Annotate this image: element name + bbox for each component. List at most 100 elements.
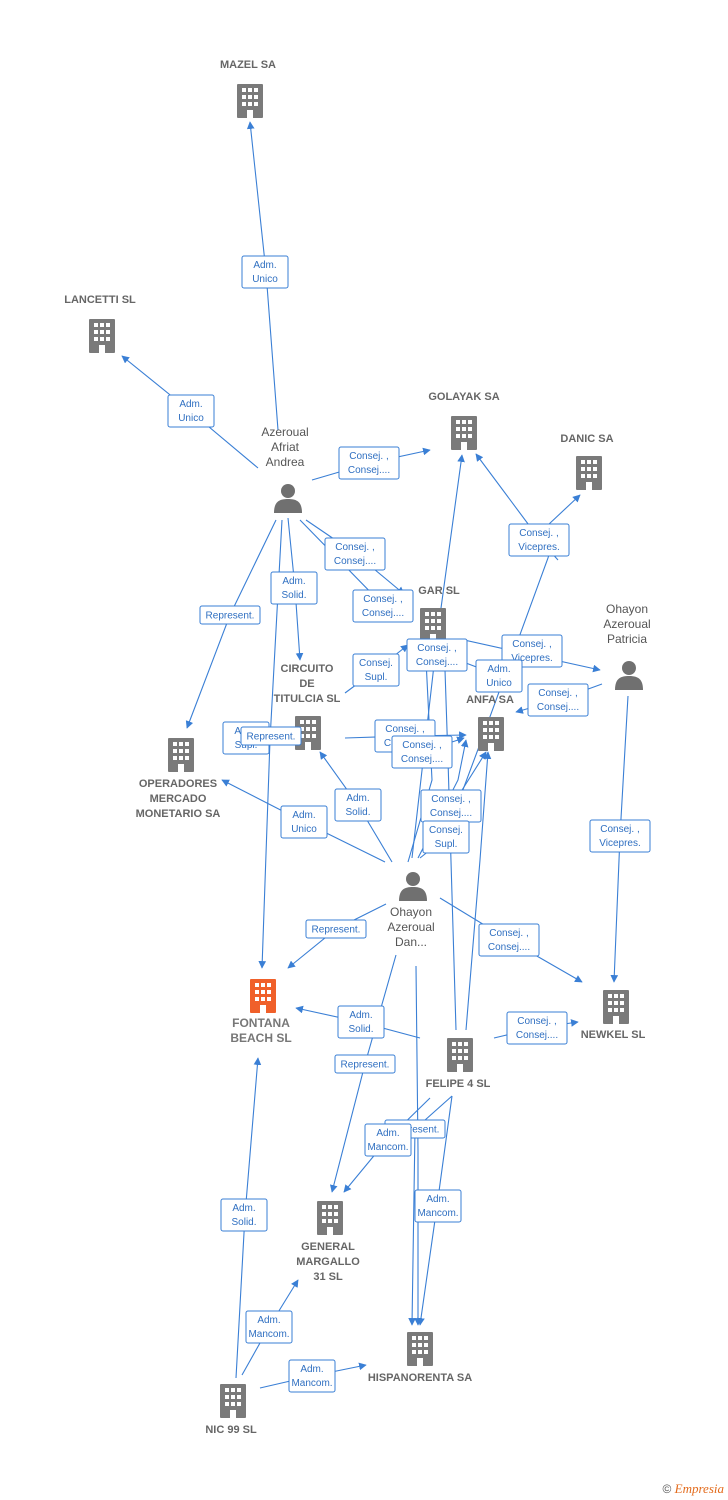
edge-label-box[interactable]: Adm.Unico [167, 394, 215, 428]
node-label-operadores: OPERADORES [139, 778, 217, 790]
edge-label-text: Adm. [300, 1364, 323, 1375]
edge-label-text: Consej.... [362, 608, 404, 619]
edge-label-box[interactable]: Consej. ,Consej.... [391, 735, 453, 769]
building-icon [478, 717, 504, 751]
edge-label-text: Consej. , [517, 1016, 556, 1027]
connector-line-3 [414, 965, 422, 1326]
edge-label-box[interactable]: Consej. ,Consej.... [352, 589, 414, 623]
edge-label-text: Unico [486, 678, 512, 689]
building-icon [407, 1332, 433, 1366]
edge-label-box[interactable]: Adm.Solid. [270, 571, 318, 605]
edge-label-box[interactable]: Adm. Unico [241, 255, 289, 289]
node-golayak[interactable]: GOLAYAK SA [428, 391, 500, 450]
node-label-dan: Ohayon [390, 905, 432, 919]
node-label-margallo: 31 SL [313, 1271, 343, 1283]
node-danic[interactable]: DANIC SA [560, 433, 614, 490]
edge-label-box[interactable]: Consej. ,Consej.... [527, 683, 589, 717]
node-operadores[interactable]: OPERADORES MERCADO MONETARIO SA [136, 738, 221, 820]
edge-label-box[interactable]: Adm.Solid. [334, 788, 382, 822]
node-label-felipe: FELIPE 4 SL [426, 1078, 491, 1090]
edge-label-box[interactable]: Represent. [240, 726, 302, 746]
edge-label-box[interactable]: Consej. ,Vicepres. [501, 634, 563, 668]
edge-label-text: Adm. [376, 1128, 399, 1139]
edge-label-box[interactable]: Adm.Mancom. [245, 1310, 293, 1344]
node-label-patricia: Azeroual [603, 617, 650, 631]
edge-label-box[interactable]: Consej. ,Consej.... [324, 537, 386, 571]
node-label-patricia: Patricia [607, 632, 647, 646]
edge-label-box[interactable]: Consej. ,Consej.... [420, 789, 482, 823]
edge-label-text: Consej. , [417, 643, 456, 654]
edge-label-text: Consej. , [385, 724, 424, 735]
edge-label-text: Represent. [341, 1060, 390, 1071]
node-mazel[interactable]: MAZEL SA [220, 59, 276, 118]
edge-label-text: Consej.... [516, 1030, 558, 1041]
edge-label-text: Consej.... [488, 942, 530, 953]
person-icon [615, 661, 643, 690]
edge-label-text: Supl. [365, 672, 388, 683]
edge-label-text: Adm. [292, 810, 315, 821]
node-layer: MAZEL SA LANCETTI SL GOLAYAK SA DANIC SA Aze… [64, 59, 650, 1436]
brand-logo[interactable]: Empresia [674, 1481, 724, 1496]
edge-label-box[interactable]: Consej.Supl. [422, 820, 470, 854]
edge-label-box[interactable]: Adm.Unico [475, 659, 523, 693]
edge-label-box[interactable]: Adm.Solid. [220, 1198, 268, 1232]
edge-label-box[interactable]: Consej. ,Consej.... [406, 638, 468, 672]
edge-label-text: Consej.... [430, 808, 472, 819]
edge-label-box[interactable]: Consej.Supl. [352, 653, 400, 687]
node-dan[interactable]: OhayonAzeroualDan... [387, 872, 435, 949]
edge-label-text: Represent. [391, 1125, 440, 1136]
edge-label-text: Consej. , [600, 824, 639, 835]
edge-label-box[interactable]: Consej. ,Vicepres. [589, 819, 651, 853]
node-label-andrea: Azeroual [261, 425, 308, 439]
edge-label-text: Consej. , [519, 528, 558, 539]
edge-label-text: Consej. , [402, 740, 441, 751]
building-icon [576, 456, 602, 490]
node-label-lancetti: LANCETTI SL [64, 294, 136, 306]
node-label-operadores: MERCADO [150, 793, 207, 805]
edge-label-text: Unico [178, 413, 204, 424]
node-label-danic: DANIC SA [560, 433, 613, 445]
edge-label-box[interactable]: Consej. , Consej.... [506, 1011, 568, 1045]
node-anfa[interactable]: ANFA SA [466, 694, 514, 751]
edge-label-text: Consej. , [349, 451, 388, 462]
edge-label-box[interactable]: Adm.Unico [280, 805, 328, 839]
node-label-operadores: MONETARIO SA [136, 808, 221, 820]
node-nic99[interactable]: NIC 99 SL [205, 1384, 257, 1436]
node-lancetti[interactable]: LANCETTI SL [64, 294, 136, 353]
node-label-patricia: Ohayon [606, 602, 648, 616]
edge-label-box[interactable]: Adm.Mancom. [414, 1189, 462, 1223]
edge-label-box[interactable]: Represent. [199, 605, 261, 625]
building-icon [168, 738, 194, 772]
edge-label-text: Vicepres. [518, 542, 560, 553]
node-label-hispanorenta: HISPANORENTA SA [368, 1372, 472, 1384]
node-gar[interactable]: GAR SL [418, 585, 460, 642]
edge-label-box[interactable]: Adm. Mancom. [288, 1359, 336, 1393]
edge-label-text: Adm. [257, 1315, 280, 1326]
node-hispanorenta[interactable]: HISPANORENTA SA [368, 1332, 472, 1384]
edge-label-text: Unico [252, 274, 278, 285]
edge-label-box[interactable]: Consej. ,Consej.... [478, 923, 540, 957]
edge-label-box[interactable]: Consej. , Vicepres. [508, 523, 570, 557]
edge-label-box[interactable]: Consej. , Consej.... [338, 446, 400, 480]
edge-label-box[interactable]: Represent. [305, 919, 367, 939]
node-newkel[interactable]: NEWKEL SL [581, 990, 646, 1041]
building-icon [451, 416, 477, 450]
edge-label-box[interactable]: Adm.Solid. [337, 1005, 385, 1039]
edge-label-text: Represent. [312, 925, 361, 936]
node-label-gar: GAR SL [418, 585, 460, 597]
edge-label-text: Adm. [253, 260, 276, 271]
edge-label-box[interactable]: Adm.Mancom. [364, 1123, 412, 1157]
edge-label-text: Supl. [435, 839, 458, 850]
edge-label-text: Solid. [281, 590, 306, 601]
node-label-nic99: NIC 99 SL [205, 1424, 257, 1436]
edge-label-text: Consej.... [348, 465, 390, 476]
edge-label-text: Mancom. [291, 1378, 332, 1389]
edge-label-box[interactable]: Represent. [334, 1054, 396, 1074]
node-felipe[interactable]: FELIPE 4 SL [426, 1038, 491, 1090]
